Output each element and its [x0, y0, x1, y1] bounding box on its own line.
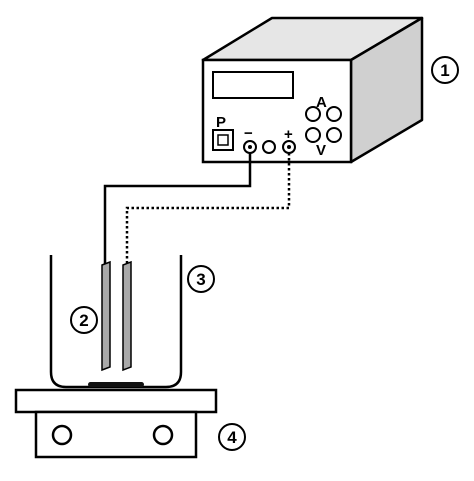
display-screen	[212, 71, 294, 99]
negative-wire	[103, 153, 252, 265]
power-supply: P − + A V	[201, 16, 424, 164]
stirrer-plate	[14, 388, 218, 414]
cathode-electrode	[101, 260, 111, 372]
ammeter-label: A	[316, 94, 327, 111]
negative-terminal-pin	[248, 145, 252, 149]
callout-electrodes: 2	[70, 306, 98, 334]
power-button-label: P	[216, 114, 226, 131]
voltage-knob-left[interactable]	[305, 127, 321, 143]
callout-number-1: 1	[440, 61, 449, 80]
positive-wire	[125, 153, 291, 265]
callout-number-4: 4	[227, 428, 237, 447]
power-button-inner	[217, 134, 229, 146]
positive-terminal-label: +	[284, 126, 293, 143]
stirrer-heat-knob[interactable]	[152, 424, 174, 446]
callout-stirrer: 4	[218, 423, 246, 451]
middle-terminal[interactable]	[262, 140, 276, 154]
current-knob-left[interactable]	[305, 106, 321, 122]
current-knob-right[interactable]	[326, 106, 342, 122]
negative-terminal-label: −	[244, 125, 253, 142]
voltmeter-label: V	[316, 142, 326, 159]
callout-power-supply: 1	[431, 56, 459, 84]
stir-bar	[88, 382, 144, 387]
anode-electrode	[122, 260, 132, 372]
positive-terminal-pin	[287, 145, 291, 149]
callout-number-3: 3	[196, 270, 205, 289]
callout-beaker: 3	[187, 265, 215, 293]
stirrer-speed-knob[interactable]	[51, 424, 73, 446]
electrodes	[101, 260, 132, 372]
magnetic-stirrer	[14, 388, 218, 459]
callout-number-2: 2	[79, 311, 88, 330]
voltage-knob-right[interactable]	[326, 127, 342, 143]
